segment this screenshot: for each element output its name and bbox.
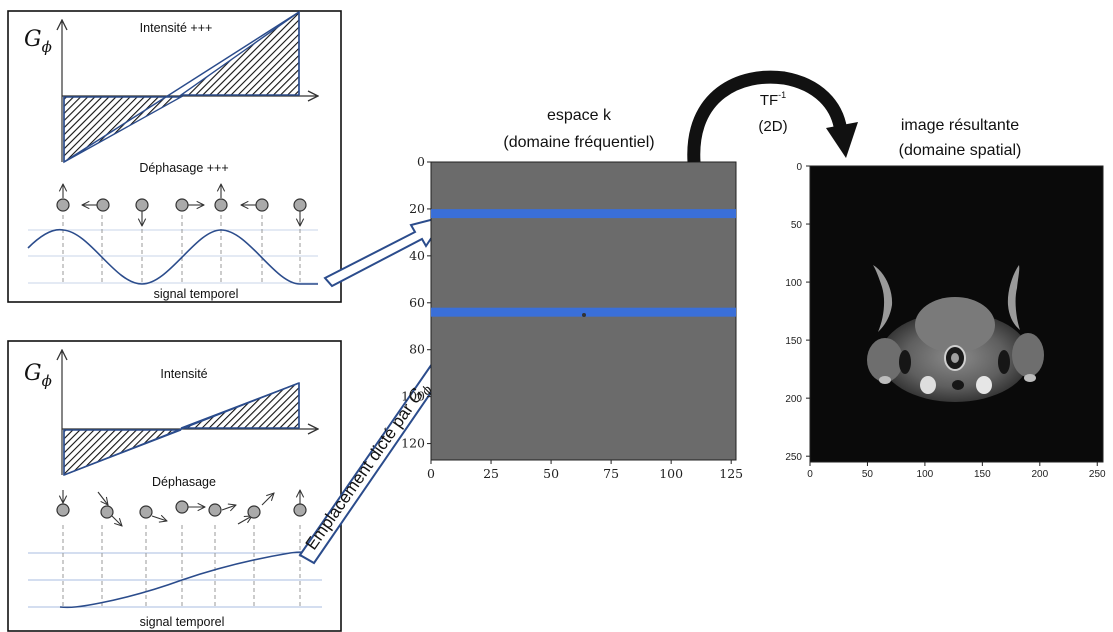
spin-dot [96, 198, 110, 212]
intensity-label: Intensité +++ [140, 21, 213, 35]
image-y-tick: 250 [785, 452, 802, 463]
spin-dot [100, 505, 114, 519]
image-title-line1: image résultante [901, 117, 1019, 134]
image-x-tick: 200 [1031, 469, 1048, 480]
kspace-x-tick: 0 [427, 466, 435, 481]
spin-dot [255, 198, 269, 212]
spin-dot [139, 505, 153, 519]
kspace-y-tick: 100 [401, 389, 425, 404]
spin-dot [56, 503, 70, 517]
arrow-top-to-kspace [323, 214, 449, 288]
image-x-tick: 0 [807, 469, 813, 480]
image-y-tick: 0 [796, 162, 802, 173]
kspace-title-line1: espace k [547, 107, 612, 124]
kspace-title-line2: (domaine fréquentiel) [503, 134, 654, 151]
image-x-tick: 250 [1089, 469, 1106, 480]
kspace-plot: espace k (domaine fréquentiel) 0 25 50 75 10… [401, 107, 743, 481]
spin-dot [175, 500, 189, 514]
kspace-center [582, 313, 586, 317]
image-x-tick: 150 [974, 469, 991, 480]
spin-row-top [63, 184, 300, 226]
spin-dot [293, 503, 307, 517]
result-image-plot: image résultante (domaine spatial) 0 50 10… [785, 117, 1106, 480]
kspace-y-tick: 40 [409, 248, 425, 263]
image-x-tick: 100 [917, 469, 934, 480]
kspace-y-tick: 20 [409, 201, 425, 216]
kspace-y-tick: 80 [409, 342, 425, 357]
intensity-label: Intensité [160, 367, 207, 381]
dephasing-label: Déphasage [152, 475, 216, 489]
spin-dot [175, 198, 189, 212]
mri-anatomy [867, 265, 1044, 402]
kspace-selected-line [431, 307, 736, 317]
image-x-tick: 50 [862, 469, 874, 480]
image-title-line2: (domaine spatial) [899, 142, 1022, 159]
tf-dimension-label: (2D) [758, 118, 787, 135]
spin-dot [56, 198, 70, 212]
tf-label: TF-1 [760, 90, 786, 109]
spin-dot [135, 198, 149, 212]
g-phi-label: Gϕ [24, 27, 52, 56]
signal-label: signal temporel [154, 287, 239, 301]
panel-bottom: Gϕ Intensité Déphasage [7, 340, 342, 632]
kspace-x-tick: 125 [719, 466, 743, 481]
dephasing-label: Déphasage +++ [139, 161, 228, 175]
signal-curve [27, 228, 318, 285]
image-y-tick: 200 [785, 394, 802, 405]
kspace-x-tick: 100 [659, 466, 683, 481]
fourier-transform-arrow: TF-1 (2D) [687, 70, 858, 163]
kspace-x-tick: 75 [603, 466, 619, 481]
kspace-selected-line [431, 209, 736, 219]
image-y-tick: 50 [791, 220, 803, 231]
kspace-y-tick: 120 [401, 436, 425, 451]
kspace-x-tick: 50 [543, 466, 559, 481]
image-y-tick: 150 [785, 336, 802, 347]
kspace-y-tick: 0 [417, 154, 425, 169]
kspace-y-tick: 60 [409, 295, 425, 310]
spin-dot [293, 198, 307, 212]
kspace-x-tick: 25 [483, 466, 499, 481]
spin-dot [247, 505, 261, 519]
spin-dot [214, 198, 228, 212]
panel-top: Gϕ Intensité +++ Déphasage +++ [7, 10, 342, 303]
spin-dot [208, 503, 222, 517]
image-y-tick: 100 [785, 278, 802, 289]
signal-label: signal temporel [140, 615, 225, 629]
g-phi-label: Gϕ [24, 361, 52, 390]
signal-curve [59, 551, 306, 609]
